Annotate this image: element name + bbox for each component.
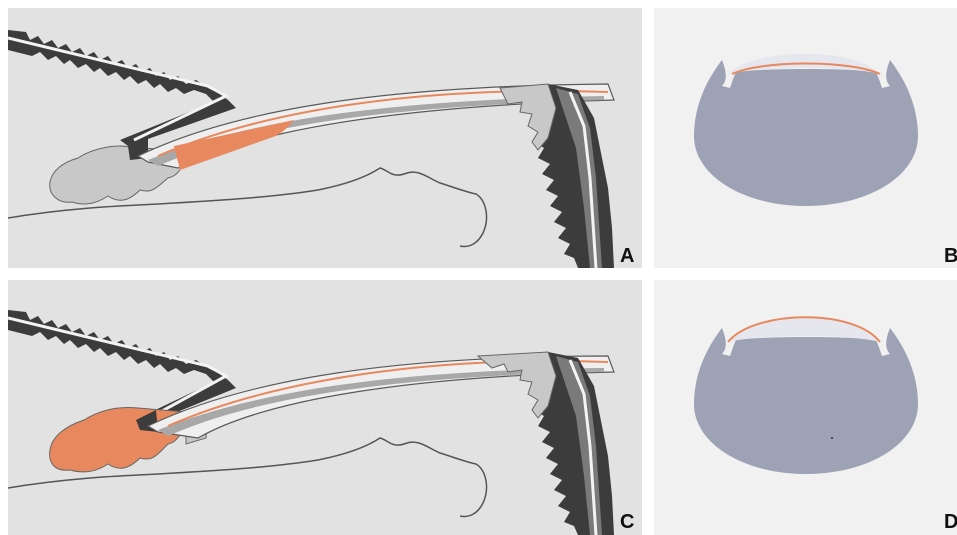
- panel-a-illustration: [8, 8, 642, 268]
- panel-c: C: [8, 280, 642, 535]
- panel-b: B: [654, 8, 957, 268]
- panel-c-illustration: [8, 280, 642, 535]
- panel-d: D: [654, 280, 957, 535]
- panel-a: A: [8, 8, 642, 268]
- panel-label-b: B: [944, 246, 957, 266]
- panel-b-illustration: [654, 8, 957, 268]
- panel-label-c: C: [620, 512, 634, 532]
- panel-d-illustration: [654, 280, 957, 535]
- panel-label-a: A: [620, 246, 634, 266]
- panel-label-d: D: [944, 512, 957, 532]
- small-dot: [831, 437, 833, 439]
